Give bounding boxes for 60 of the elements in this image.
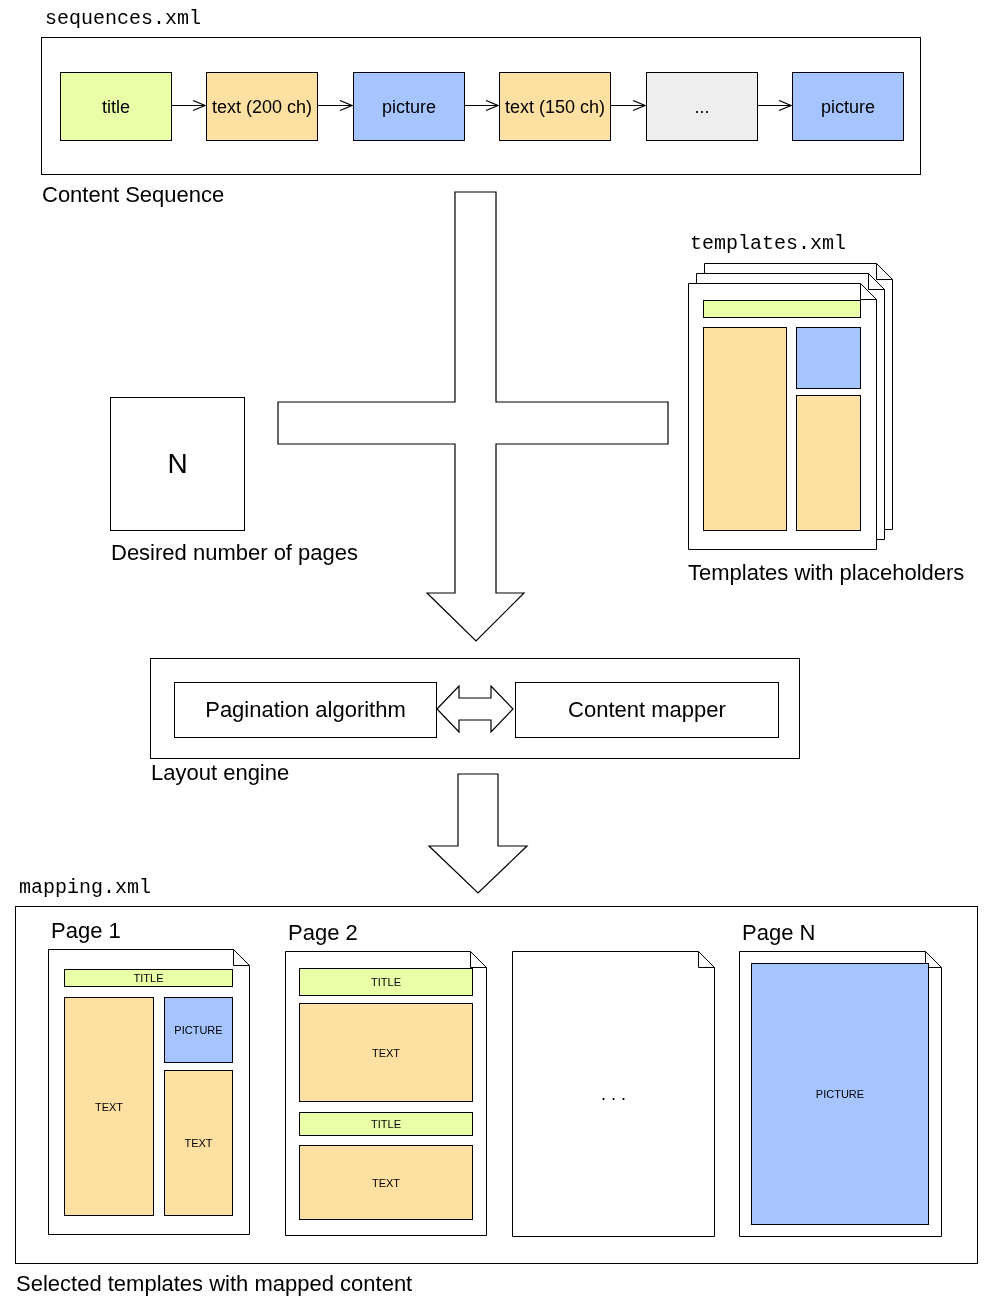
page-sheet bbox=[512, 951, 715, 1237]
box-label: TEXT bbox=[184, 1136, 213, 1150]
arrow bbox=[463, 99, 499, 112]
title-block bbox=[299, 1112, 473, 1136]
ellipsis-box bbox=[646, 72, 758, 141]
box-label: PICTURE bbox=[174, 1023, 223, 1037]
box-label: TITLE bbox=[371, 1117, 401, 1131]
picture-block bbox=[164, 997, 233, 1063]
title-block bbox=[703, 300, 861, 318]
text-block bbox=[299, 1003, 473, 1102]
process-box bbox=[515, 682, 779, 738]
box-label: TEXT bbox=[371, 1176, 401, 1189]
box-label: TITLE bbox=[371, 975, 401, 989]
title-block bbox=[299, 968, 473, 996]
box-label: picture bbox=[382, 96, 436, 117]
box-label: text (150 ch) bbox=[505, 96, 605, 117]
heading-label: Page 1 bbox=[51, 917, 121, 943]
box-label: picture bbox=[821, 96, 875, 117]
box-label: TEXT bbox=[94, 1100, 124, 1113]
arrow bbox=[170, 99, 206, 112]
heading-label: Page 2 bbox=[288, 919, 358, 945]
heading-label: Page N bbox=[742, 919, 816, 945]
text-block bbox=[796, 395, 861, 531]
node-label: Content Sequence bbox=[42, 182, 225, 208]
beside-label: Desired number of pages bbox=[111, 540, 359, 566]
block-arrow bbox=[436, 684, 514, 734]
box-label: text (200 ch) bbox=[212, 96, 312, 117]
text-box bbox=[499, 72, 611, 141]
picture-block bbox=[751, 963, 929, 1225]
box-label: title bbox=[102, 96, 130, 117]
box-label: N bbox=[167, 447, 188, 481]
picture-box bbox=[353, 72, 465, 141]
arrow bbox=[756, 99, 792, 112]
box-label: TITLE bbox=[133, 971, 164, 985]
box-label: Pagination algorithm bbox=[205, 697, 406, 723]
text-box bbox=[206, 72, 318, 141]
arrow bbox=[609, 99, 646, 112]
beside-label: Templates with placeholders bbox=[688, 560, 965, 586]
picture-block bbox=[796, 327, 861, 389]
text-block bbox=[64, 997, 154, 1216]
box-label: PICTURE bbox=[815, 1087, 865, 1101]
box-label: TEXT bbox=[371, 1046, 401, 1059]
title-block bbox=[64, 969, 233, 987]
node-label: Selected templates with mapped content bbox=[16, 1271, 413, 1297]
title-box bbox=[60, 72, 172, 141]
node-label: Layout engine bbox=[151, 760, 290, 786]
file-name-label: templates.xml bbox=[690, 232, 847, 255]
box-label: ... bbox=[694, 96, 710, 117]
box-label: . . . bbox=[601, 1083, 626, 1105]
box-label: Content mapper bbox=[568, 697, 726, 723]
text-block bbox=[703, 327, 787, 531]
file-name-label: mapping.xml bbox=[19, 876, 152, 899]
text-block bbox=[299, 1145, 473, 1220]
block-arrow bbox=[427, 773, 529, 894]
process-box bbox=[174, 682, 437, 738]
block-arrow bbox=[277, 191, 669, 642]
arrow bbox=[316, 99, 353, 112]
picture-box bbox=[792, 72, 904, 141]
text-block bbox=[164, 1070, 233, 1216]
file-name-label: sequences.xml bbox=[45, 7, 202, 30]
